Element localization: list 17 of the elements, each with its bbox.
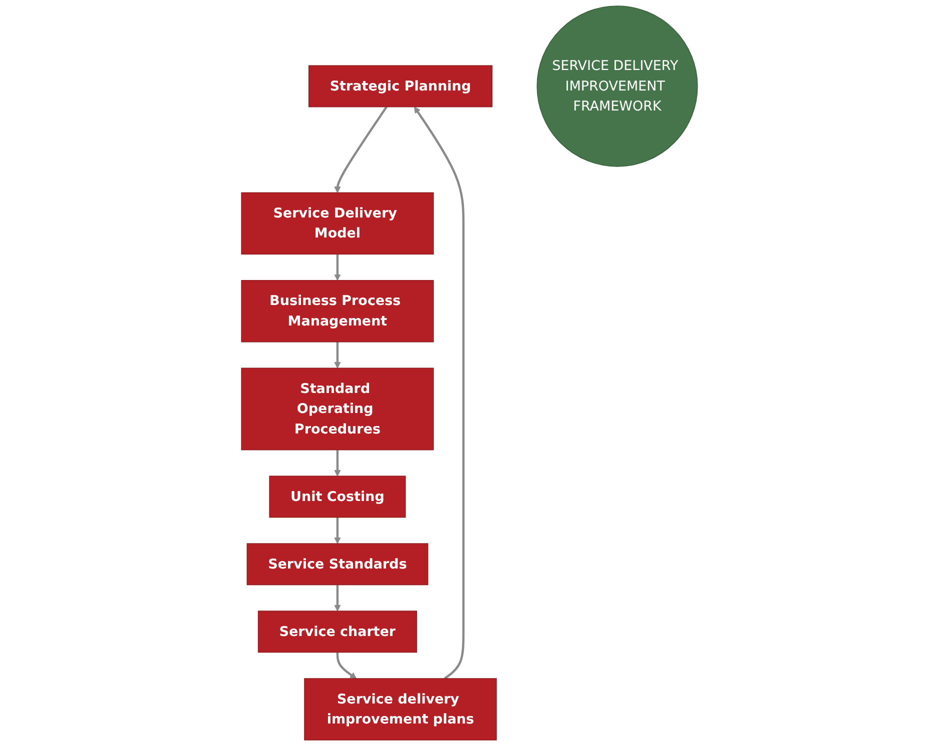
node-box: Service Standards <box>246 543 428 586</box>
arrow <box>336 652 357 679</box>
node-box: Strategic Planning <box>308 65 492 108</box>
arrow <box>334 450 341 476</box>
node-box: Business Process Management <box>241 280 434 342</box>
node-box: Unit Costing <box>269 476 406 518</box>
node-box: Service charter <box>258 610 418 653</box>
arrow <box>414 106 465 680</box>
arrow <box>334 584 341 612</box>
arrow <box>334 254 341 281</box>
node-circle: SERVICE DELIVERY IMPROVEMENT FRAMEWORK <box>536 6 698 167</box>
arrow <box>334 342 341 368</box>
node-box: Service delivery improvement plans <box>304 678 497 740</box>
node-box: Standard Operating Procedures <box>241 368 434 450</box>
arrow <box>334 106 388 193</box>
arrow <box>334 517 341 544</box>
node-box: Service Delivery Model <box>241 192 434 255</box>
